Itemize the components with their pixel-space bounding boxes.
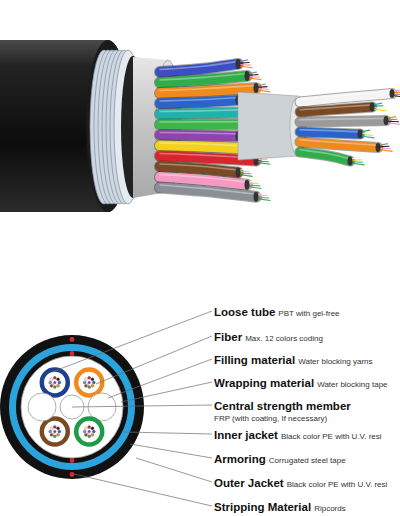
part-description: PBT with gel-free	[278, 309, 339, 318]
callout: Loose tubePBT with gel-free	[214, 303, 340, 322]
leader-line	[136, 458, 212, 482]
part-description: Water blocking tape	[317, 380, 387, 389]
part-name: Outer Jacket	[214, 477, 284, 489]
leader-line	[121, 382, 212, 402]
filler-rod	[28, 393, 56, 421]
leader-line	[72, 405, 212, 407]
part-name: Central strength member	[214, 400, 351, 412]
loose-tube	[300, 116, 400, 125]
part-name: Fiber	[214, 331, 242, 343]
callout: FiberMax. 12 colors coding	[214, 328, 323, 347]
leader-line	[96, 336, 212, 384]
callout: ArmoringCorrugated steel tape	[214, 450, 346, 469]
part-name: Armoring	[214, 453, 266, 465]
cable-cutaway	[0, 40, 400, 212]
loose-tube-section	[42, 419, 68, 445]
part-description: Water blocking yarns	[298, 357, 372, 366]
loose-tube-section	[76, 369, 102, 395]
loose-tube	[160, 59, 253, 72]
leader-line	[124, 432, 212, 434]
part-description: Ripcords	[314, 504, 346, 513]
loose-tube-section	[42, 369, 68, 395]
part-name: Stripping Material	[214, 501, 311, 513]
callout: Wrapping materialWater blocking tape	[214, 374, 388, 393]
leader-line	[74, 474, 212, 506]
loose-tube	[300, 130, 375, 139]
part-description: Max. 12 colors coding	[245, 334, 323, 343]
loose-tube	[160, 71, 262, 83]
callout: Filling materialWater blocking yarns	[214, 351, 373, 370]
loose-tube	[160, 185, 271, 202]
leader-line	[108, 359, 212, 398]
callout: Central strength memberFRP (with coating…	[214, 397, 351, 424]
callout: Inner jacketBlack color PE with U.V. res…	[214, 426, 382, 445]
part-name: Filling material	[214, 354, 295, 366]
part-name: Wrapping material	[214, 377, 314, 389]
loose-tube-section	[76, 419, 102, 445]
ripcord	[70, 337, 75, 342]
leader-lines	[52, 311, 212, 506]
leader-line	[130, 444, 212, 458]
part-name: Loose tube	[214, 306, 275, 318]
binder-tape	[238, 92, 298, 160]
ripcord	[70, 351, 75, 356]
callout: Outer JacketBlack color PE with U.V. res…	[214, 474, 387, 493]
leader-line	[52, 311, 212, 372]
ripcord	[70, 458, 75, 463]
loose-tube	[300, 103, 387, 112]
part-description: Black color PE with U.V. resi	[281, 432, 382, 441]
part-description: Black color PE with U.V. resi	[287, 480, 388, 489]
part-description: Corrugated steel tape	[269, 456, 346, 465]
loose-tube	[160, 83, 271, 93]
loose-tube	[300, 89, 400, 102]
loose-tube	[300, 150, 365, 166]
callout: Stripping MaterialRipcords	[214, 498, 346, 516]
part-name: Inner jacket	[214, 429, 278, 441]
ripcord	[70, 472, 75, 477]
part-description: FRP (with coating, If necessary)	[214, 414, 351, 424]
